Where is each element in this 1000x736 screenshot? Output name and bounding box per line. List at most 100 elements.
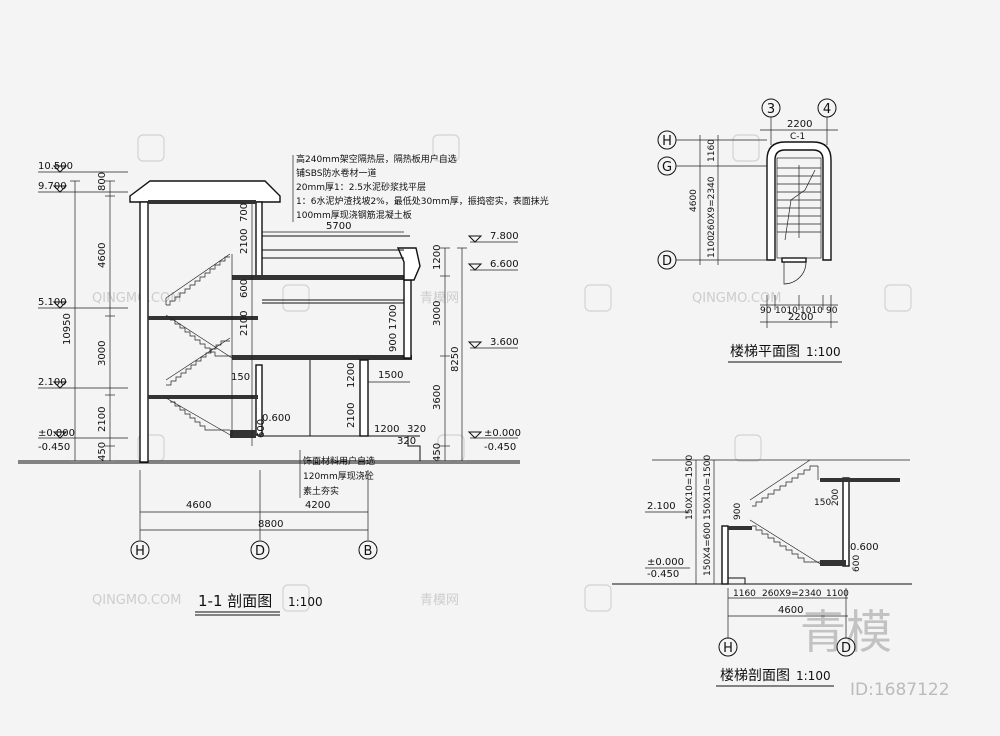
note: 饰面材料用户自选	[303, 455, 375, 467]
axis-label: H	[135, 544, 145, 559]
axis-label: H	[723, 641, 733, 656]
left-wall	[139, 201, 149, 463]
dim-label: 2100	[239, 311, 250, 336]
dim-label: 150X4=600	[703, 522, 713, 576]
dim-total: 8250	[450, 347, 461, 372]
dim-label: 450	[97, 442, 108, 461]
stair-wall	[721, 525, 729, 585]
window-label: C-1	[790, 132, 805, 142]
dim-label: 1010	[800, 306, 823, 316]
axis-label: 4	[823, 102, 831, 117]
elevation: ±0.000	[484, 428, 521, 439]
axis-label: D	[841, 641, 851, 656]
axis-label: D	[662, 254, 672, 269]
dim-label: 2100	[97, 407, 108, 432]
dim-label: 600	[256, 419, 267, 438]
low-wall	[359, 359, 369, 437]
elevation: 5.100	[38, 297, 67, 308]
elevation: 3.600	[490, 337, 519, 348]
watermark-id: ID:1687122	[850, 680, 950, 700]
note: 素土夯实	[303, 485, 339, 497]
dim-label: 2100	[239, 229, 250, 254]
dim-total: 2200	[788, 312, 813, 323]
elevation: -0.450	[38, 442, 70, 453]
elevation: 2.100	[38, 377, 67, 388]
roof-notes: 高240mm架空隔热层，隔热板用户自选 铺SBS防水卷材一道 20mm厚1：2.…	[296, 153, 549, 221]
elevation: 0.600	[262, 413, 291, 424]
floor-slab	[148, 395, 258, 399]
watermark-text: 青模网	[420, 593, 459, 608]
door	[781, 257, 807, 263]
dim-label: 800	[97, 172, 108, 191]
dim-label: 3600	[432, 385, 443, 410]
dim-label: 1500	[378, 370, 403, 381]
drawing-scale: 1:100	[806, 345, 841, 359]
roof-slab	[148, 200, 256, 204]
dim-label: 600	[852, 555, 862, 572]
note: 20mm厚1：2.5水泥砂浆找平层	[296, 181, 426, 193]
dim-label: 1700	[388, 305, 399, 330]
step	[820, 560, 846, 566]
dim-label: 260X9=2340	[762, 589, 822, 599]
step	[230, 430, 256, 438]
right-wall	[403, 279, 412, 359]
dim-label: 90	[760, 306, 772, 316]
mid-wall-lower	[255, 364, 263, 436]
floor-slab	[148, 316, 258, 320]
dim-label: 1100	[707, 235, 717, 258]
dim-label: 90	[826, 306, 838, 316]
drawing-scale: 1:100	[796, 669, 831, 683]
dim-label: 1200	[432, 245, 443, 270]
axis-bubble: B	[358, 540, 378, 560]
dim-label: 150	[814, 498, 831, 508]
section-1-1: 800 4600 3000 2100 450 10950 10.500 9.70…	[18, 153, 549, 616]
roof-parapet	[129, 180, 281, 203]
dim-total: 4600	[689, 189, 699, 212]
dim-label: 4200	[305, 500, 330, 511]
dim-label: 260X9=2340	[707, 176, 717, 236]
dim-label: 1200	[374, 424, 399, 435]
dim-label: 150	[231, 372, 250, 383]
dim-label: 1160	[707, 139, 717, 162]
watermark-text: QINGMO.COM	[92, 291, 181, 306]
note: 铺SBS防水卷材一道	[296, 167, 376, 179]
axis-label: H	[662, 134, 672, 149]
dim-label: 150X10=1500	[685, 454, 695, 520]
stair-section: 150X10=1500 150X10=1500 150X4=600 900 15…	[612, 454, 912, 687]
dim-label: 2100	[346, 403, 357, 428]
drawing-title: 楼梯剖面图	[720, 668, 790, 684]
elevation: 7.800	[490, 231, 519, 242]
elevation: 9.700	[38, 181, 67, 192]
dim-label: 600	[239, 279, 250, 298]
elevation: ±0.000	[38, 428, 75, 439]
dim-label: 900	[388, 333, 399, 352]
dim-label: 3000	[97, 341, 108, 366]
axis-bubble: H	[130, 540, 150, 560]
mid-wall	[255, 201, 263, 277]
dim-label: 450	[432, 443, 443, 462]
landing-slab	[728, 526, 752, 530]
elevation: 2.100	[647, 501, 676, 512]
elevation: -0.450	[647, 569, 679, 580]
cornice	[396, 247, 421, 281]
dim-label: 200	[831, 489, 841, 506]
floor-notes: 饰面材料用户自选 120mm厚现浇砼 素土夯实	[303, 455, 375, 497]
dim-label: 5700	[326, 221, 351, 232]
landing-slab	[820, 478, 900, 482]
dim-total: 10950	[62, 313, 73, 345]
dim-label: 1100	[826, 589, 849, 599]
dim-total: 8800	[258, 519, 283, 530]
elevation: 0.600	[850, 542, 879, 553]
stair-wall	[842, 477, 850, 567]
axis-label: 3	[767, 102, 775, 117]
watermark-icon	[137, 134, 912, 612]
stair-treads	[776, 157, 822, 259]
axis-bubble: D	[250, 540, 270, 560]
dim-total: 4600	[778, 605, 803, 616]
drawing-scale: 1:100	[288, 595, 323, 609]
elevation: -0.450	[484, 442, 516, 453]
dim-label: 150X10=1500	[703, 454, 713, 520]
elevation: 6.600	[490, 259, 519, 270]
dim-label: 2200	[787, 119, 812, 130]
